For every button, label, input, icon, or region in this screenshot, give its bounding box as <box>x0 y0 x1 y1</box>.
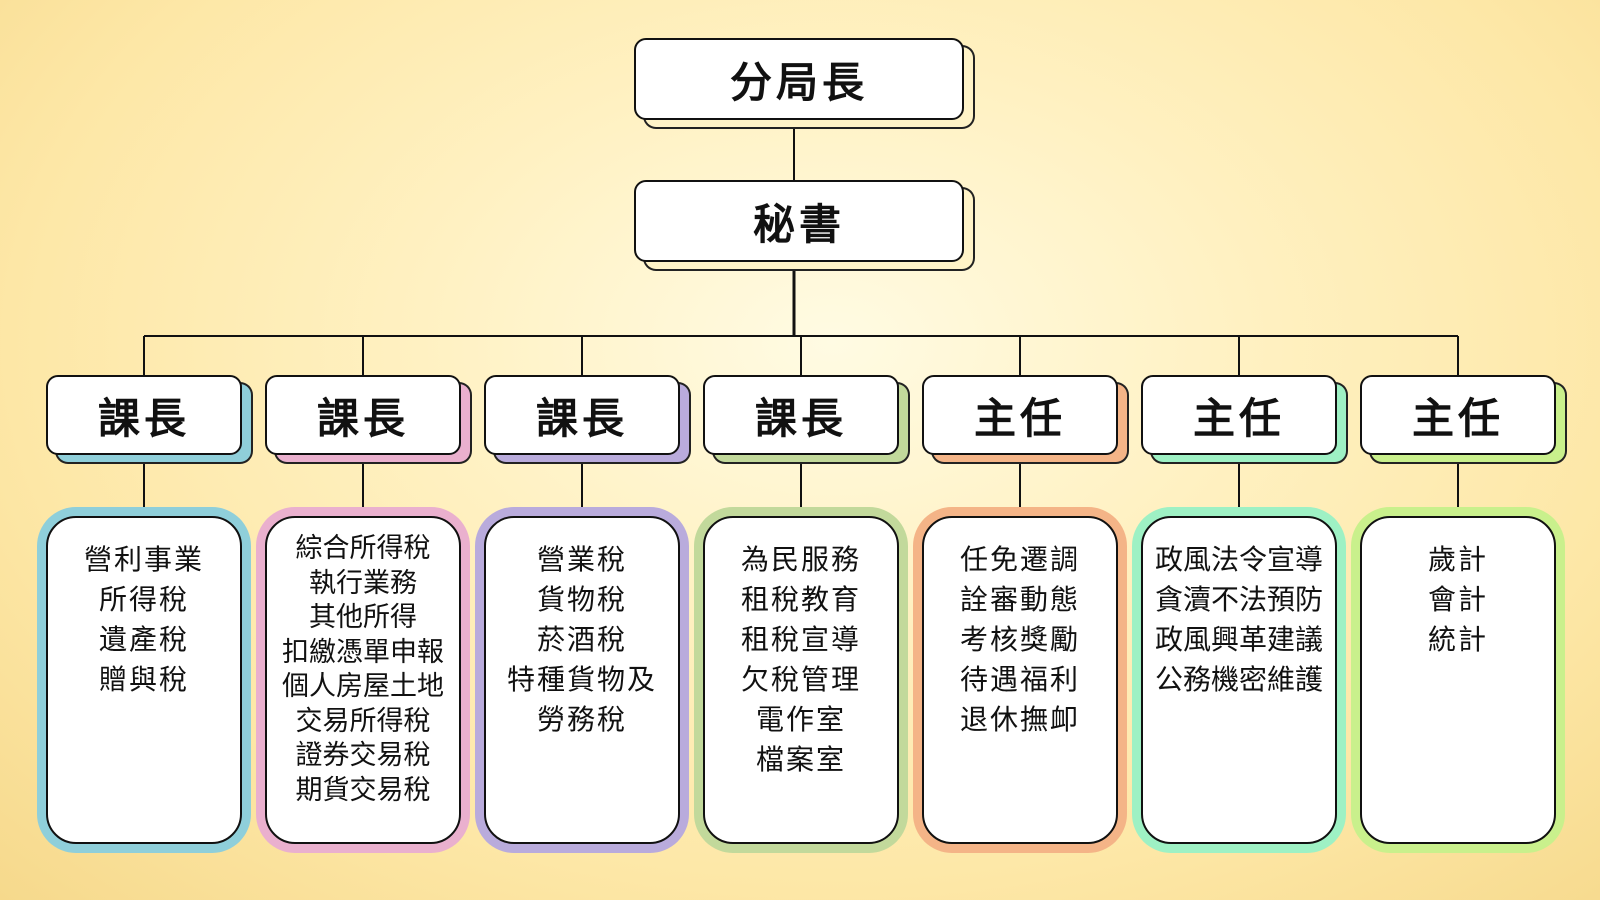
duty-list: 政風法令宣導貪瀆不法預防政風興革建議公務機密維護 <box>1143 540 1335 700</box>
unit-duties-box-6: 政風法令宣導貪瀆不法預防政風興革建議公務機密維護 <box>1141 516 1337 844</box>
duty-item: 考核獎勵 <box>959 623 1080 656</box>
secretary-title: 秘書 <box>752 199 845 249</box>
duty-item: 交易所得稅 <box>295 705 431 737</box>
unit-duties-box-4: 為民服務租稅教育租稅宣導欠稅管理電作室檔案室 <box>703 516 899 844</box>
duty-item: 營業稅 <box>536 543 627 576</box>
duty-item: 贈與稅 <box>98 663 189 696</box>
unit-head-title: 主任 <box>973 393 1066 443</box>
secretary-box: 秘書 <box>634 180 964 262</box>
duty-list: 營業稅貨物稅菸酒稅特種貨物及勞務稅 <box>486 540 678 740</box>
duty-item: 執行業務 <box>309 567 417 599</box>
duty-item: 任免遷調 <box>959 543 1080 576</box>
duty-item: 期貨交易稅 <box>295 774 431 806</box>
duty-item: 貪瀆不法預防 <box>1154 583 1323 616</box>
unit-duties-box-5: 任免遷調詮審動態考核獎勵待遇福利退休撫卹 <box>922 516 1118 844</box>
duty-list: 綜合所得稅執行業務其他所得扣繳憑單申報個人房屋土地交易所得稅證券交易稅期貨交易稅 <box>267 532 459 808</box>
unit-head-title: 課長 <box>535 393 628 443</box>
duty-item: 統計 <box>1427 623 1488 656</box>
duty-item: 勞務稅 <box>536 703 627 736</box>
duty-item: 欠稅管理 <box>740 663 861 696</box>
duty-item: 所得稅 <box>98 583 189 616</box>
duty-item: 詮審動態 <box>959 583 1080 616</box>
duty-item: 退休撫卹 <box>959 703 1080 736</box>
unit-head-3: 課長 <box>484 375 680 455</box>
unit-duties-box-7: 歲計會計統計 <box>1360 516 1556 844</box>
duty-list: 歲計會計統計 <box>1362 540 1554 660</box>
duty-item: 遺產稅 <box>98 623 189 656</box>
duty-item: 電作室 <box>755 703 846 736</box>
duty-item: 待遇福利 <box>959 663 1080 696</box>
unit-head-title: 主任 <box>1192 393 1285 443</box>
unit-head-title: 主任 <box>1411 393 1504 443</box>
duty-item: 為民服務 <box>740 543 861 576</box>
duty-item: 政風法令宣導 <box>1154 543 1323 576</box>
director-box: 分局長 <box>634 38 964 120</box>
unit-head-7: 主任 <box>1360 375 1556 455</box>
unit-duties-box-1: 營利事業所得稅遺產稅贈與稅 <box>46 516 242 844</box>
unit-head-2: 課長 <box>265 375 461 455</box>
unit-duties-box-3: 營業稅貨物稅菸酒稅特種貨物及勞務稅 <box>484 516 680 844</box>
unit-head-title: 課長 <box>97 393 190 443</box>
director-title: 分局長 <box>729 57 868 107</box>
unit-head-title: 課長 <box>316 393 409 443</box>
duty-item: 公務機密維護 <box>1154 663 1323 696</box>
duty-item: 檔案室 <box>755 743 846 776</box>
unit-head-6: 主任 <box>1141 375 1337 455</box>
unit-head-title: 課長 <box>754 393 847 443</box>
duty-item: 歲計 <box>1427 543 1488 576</box>
duty-item: 其他所得 <box>309 602 417 633</box>
unit-head-1: 課長 <box>46 375 242 455</box>
duty-item: 貨物稅 <box>536 583 627 616</box>
duty-item: 租稅教育 <box>740 583 861 616</box>
duty-item: 個人房屋土地 <box>282 671 444 702</box>
duty-item: 營利事業 <box>83 543 204 576</box>
duty-item: 菸酒稅 <box>536 623 627 656</box>
duty-item: 政風興革建議 <box>1154 623 1323 656</box>
duty-item: 扣繳憑單申報 <box>282 636 444 668</box>
duty-list: 為民服務租稅教育租稅宣導欠稅管理電作室檔案室 <box>705 540 897 780</box>
duty-item: 綜合所得稅 <box>295 533 431 564</box>
duty-list: 任免遷調詮審動態考核獎勵待遇福利退休撫卹 <box>924 540 1116 740</box>
duty-list: 營利事業所得稅遺產稅贈與稅 <box>48 540 240 700</box>
unit-head-5: 主任 <box>922 375 1118 455</box>
duty-item: 租稅宣導 <box>740 623 861 656</box>
duty-item: 特種貨物及 <box>506 663 657 696</box>
unit-head-4: 課長 <box>703 375 899 455</box>
unit-duties-box-2: 綜合所得稅執行業務其他所得扣繳憑單申報個人房屋土地交易所得稅證券交易稅期貨交易稅 <box>265 516 461 844</box>
duty-item: 證券交易稅 <box>295 740 431 771</box>
duty-item: 會計 <box>1427 583 1488 616</box>
